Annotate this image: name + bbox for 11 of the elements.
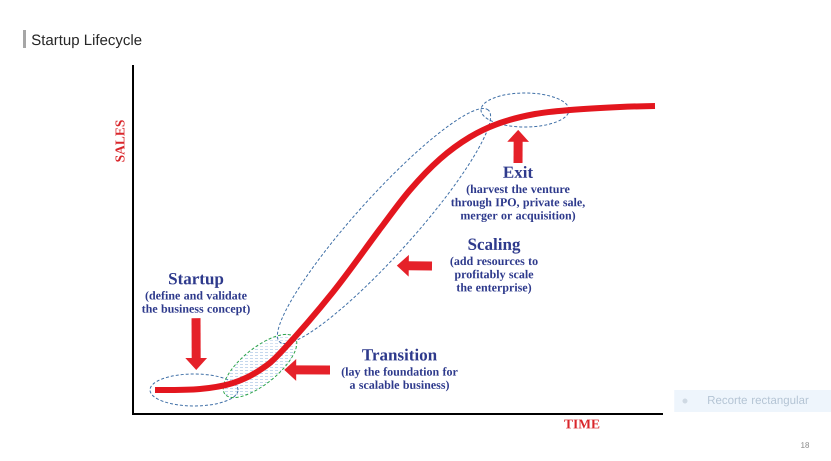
- menu-item: Recorte rectangular: [674, 390, 831, 412]
- dashed-ellipse: [480, 92, 570, 128]
- page-number: 18: [801, 442, 810, 448]
- axis-label: SALES: [115, 120, 125, 162]
- dashed-ellipse: [150, 374, 238, 406]
- stage-label: Transition (lay the foundation for a scalable business): [342, 348, 458, 392]
- stage-label: Exit (harvest the venture through IPO, private sale, merger or acquisition): [450, 166, 585, 222]
- slide-title: Startup Lifecycle: [32, 34, 142, 48]
- stage-label: Startup (define and validate the business concept): [142, 273, 250, 316]
- axis-label: TIME: [564, 420, 600, 428]
- stage-label: Scaling (add resources to profitably scale the enterprise): [450, 238, 538, 294]
